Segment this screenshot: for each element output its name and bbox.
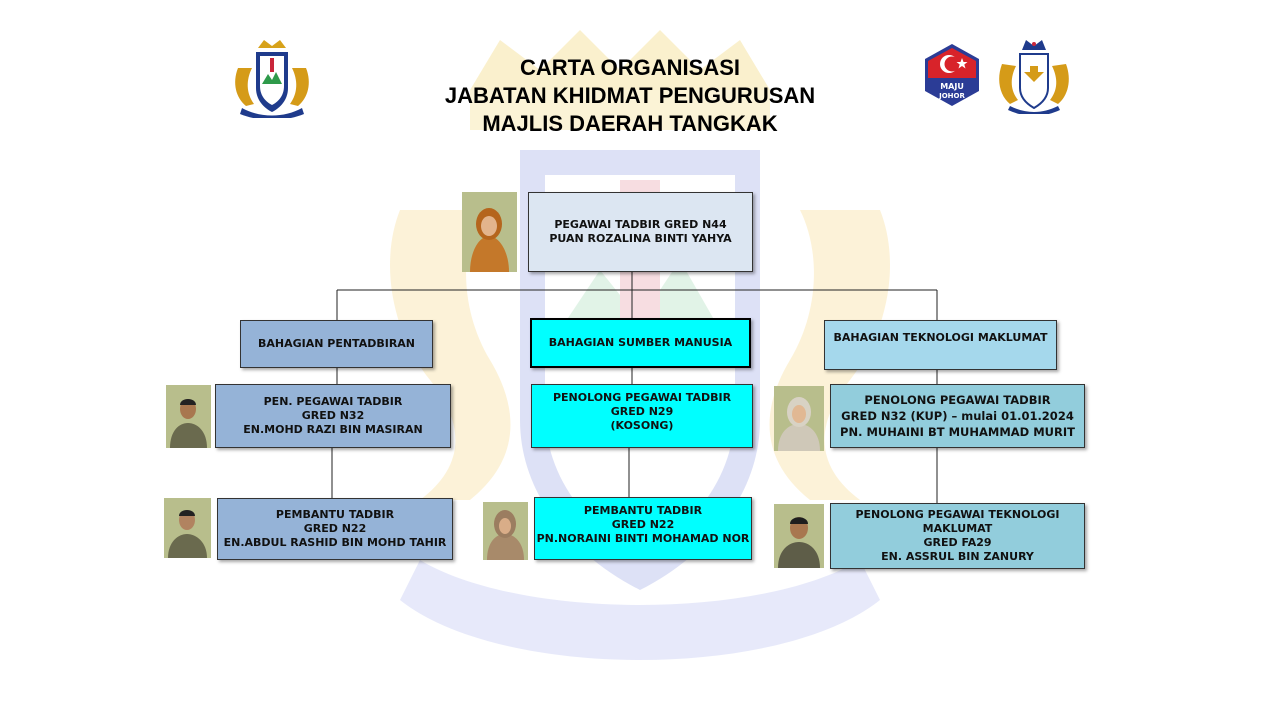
pentadbiran-officer-box: PEN. PEGAWAI TADBIR GRED N32 EN.MOHD RAZ… [215, 384, 451, 448]
pentadbiran-assistant-photo [164, 498, 211, 558]
teknologi-assistant-box: PENOLONG PEGAWAI TEKNOLOGI MAKLUMAT GRED… [830, 503, 1085, 569]
pentadbiran-assistant-name: EN.ABDUL RASHID BIN MOHD TAHIR [223, 536, 447, 549]
teknologi-assistant-grade: GRED FA29 [923, 536, 992, 549]
division-sumber-manusia-label: BAHAGIAN SUMBER MANUSIA [548, 336, 733, 349]
head-officer-photo [462, 192, 517, 272]
head-officer-name: PUAN ROZALINA BINTI YAHYA [549, 232, 732, 245]
teknologi-assistant-photo [774, 504, 824, 568]
pentadbiran-officer-title: PEN. PEGAWAI TADBIR [263, 395, 403, 408]
teknologi-officer-grade: GRED N32 (KUP) – mulai 01.01.2024 [841, 409, 1074, 423]
teknologi-officer-photo [774, 386, 824, 451]
chart-title-line-2: JABATAN KHIDMAT PENGURUSAN [444, 83, 816, 108]
chart-title-line-3: MAJLIS DAERAH TANGKAK [482, 111, 778, 136]
sumber-manusia-officer-box: PENOLONG PEGAWAI TADBIR GRED N29 (KOSONG… [531, 384, 753, 448]
sumber-manusia-assistant-box: PEMBANTU TADBIR GRED N22 PN.NORAINI BINT… [534, 497, 752, 560]
maju-johor-badge-icon: MAJU JOHOR [922, 42, 982, 108]
division-teknologi-label: BAHAGIAN TEKNOLOGI MAKLUMAT [833, 331, 1048, 344]
pentadbiran-officer-name: EN.MOHD RAZI BIN MASIRAN [243, 423, 423, 436]
teknologi-assistant-title-cont: MAKLUMAT [922, 522, 993, 535]
sumber-manusia-assistant-grade: GRED N22 [611, 518, 675, 531]
division-sumber-manusia-box: BAHAGIAN SUMBER MANUSIA [530, 318, 751, 368]
teknologi-officer-name: PN. MUHAINI BT MUHAMMAD MURIT [840, 425, 1075, 439]
teknologi-assistant-title: PENOLONG PEGAWAI TEKNOLOGI [855, 508, 1060, 521]
sumber-manusia-officer-title: PENOLONG PEGAWAI TADBIR [552, 391, 732, 404]
pentadbiran-officer-grade: GRED N32 [301, 409, 365, 422]
pentadbiran-assistant-title: PEMBANTU TADBIR [275, 508, 395, 521]
sumber-manusia-officer-grade: GRED N29 [610, 405, 674, 418]
pentadbiran-assistant-grade: GRED N22 [303, 522, 367, 535]
head-officer-box: PEGAWAI TADBIR GRED N44 PUAN ROZALINA BI… [528, 192, 753, 272]
teknologi-officer-box: PENOLONG PEGAWAI TADBIR GRED N32 (KUP) –… [830, 384, 1085, 448]
division-pentadbiran-box: BAHAGIAN PENTADBIRAN [240, 320, 433, 368]
sumber-manusia-assistant-title: PEMBANTU TADBIR [583, 504, 703, 517]
sumber-manusia-assistant-photo [483, 502, 528, 560]
sumber-manusia-assistant-name: PN.NORAINI BINTI MOHAMAD NOR [536, 532, 750, 545]
pentadbiran-assistant-box: PEMBANTU TADBIR GRED N22 EN.ABDUL RASHID… [217, 498, 453, 560]
head-officer-title: PEGAWAI TADBIR GRED N44 [554, 218, 727, 231]
johor-crest-icon [996, 38, 1072, 114]
teknologi-officer-title: PENOLONG PEGAWAI TADBIR [864, 393, 1051, 407]
division-teknologi-box: BAHAGIAN TEKNOLOGI MAKLUMAT [824, 320, 1057, 370]
chart-title-line-1: CARTA ORGANISASI [520, 55, 740, 80]
division-pentadbiran-label: BAHAGIAN PENTADBIRAN [257, 337, 416, 350]
pentadbiran-officer-photo [166, 385, 211, 448]
badge-text-johor: JOHOR [938, 92, 965, 100]
district-crest-icon [230, 38, 314, 118]
teknologi-assistant-name: EN. ASSRUL BIN ZANURY [881, 550, 1034, 563]
sumber-manusia-officer-status: (KOSONG) [610, 419, 674, 432]
badge-text-maju: MAJU [940, 82, 964, 91]
